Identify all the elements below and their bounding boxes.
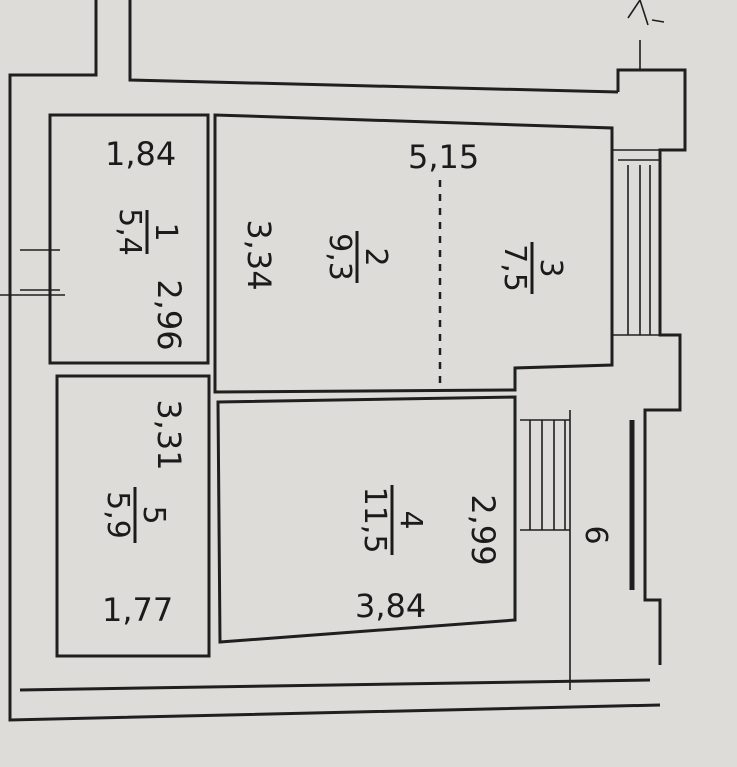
room-4-outline xyxy=(216,395,517,644)
room-4-area: 11,5 xyxy=(357,487,392,554)
dimension-d1: 1,84 xyxy=(105,135,176,173)
room-6-number: 6 xyxy=(578,525,613,544)
room-5-outline xyxy=(55,374,211,658)
room-1-label: 1 5,4 xyxy=(112,208,183,256)
dimension-d3: 3,34 xyxy=(240,219,278,290)
room-6-label: 6 xyxy=(578,525,613,544)
outer-walls xyxy=(8,0,687,722)
room-1-outline xyxy=(48,113,210,365)
dimension-d2: 5,15 xyxy=(408,138,479,176)
room-1-area: 5,4 xyxy=(112,208,147,256)
room-3-number: 3 xyxy=(533,258,568,277)
dimension-d6: 2,99 xyxy=(464,494,502,565)
room-3-area: 7,5 xyxy=(497,244,532,292)
stairs-detail xyxy=(0,0,665,690)
room-2-area: 9,3 xyxy=(322,233,357,281)
room-5-number: 5 xyxy=(136,505,171,524)
dimension-d4: 2,96 xyxy=(150,279,188,350)
room-3-label: 3 7,5 xyxy=(497,242,568,294)
room-4-label: 4 11,5 xyxy=(357,485,428,555)
room-2-label: 2 9,3 xyxy=(322,231,393,283)
room-1-number: 1 xyxy=(148,222,183,241)
room-5-area: 5,9 xyxy=(100,491,135,539)
room-4-number: 4 xyxy=(393,510,428,529)
room-2-number: 2 xyxy=(358,247,393,266)
room-2-3-outline xyxy=(213,113,614,394)
room-walls xyxy=(48,113,614,658)
dimension-d8: 1,77 xyxy=(102,591,173,629)
room-5-label: 5 5,9 xyxy=(100,487,171,543)
dimension-d7: 3,84 xyxy=(355,587,426,625)
dimension-d5: 3,31 xyxy=(150,399,188,470)
